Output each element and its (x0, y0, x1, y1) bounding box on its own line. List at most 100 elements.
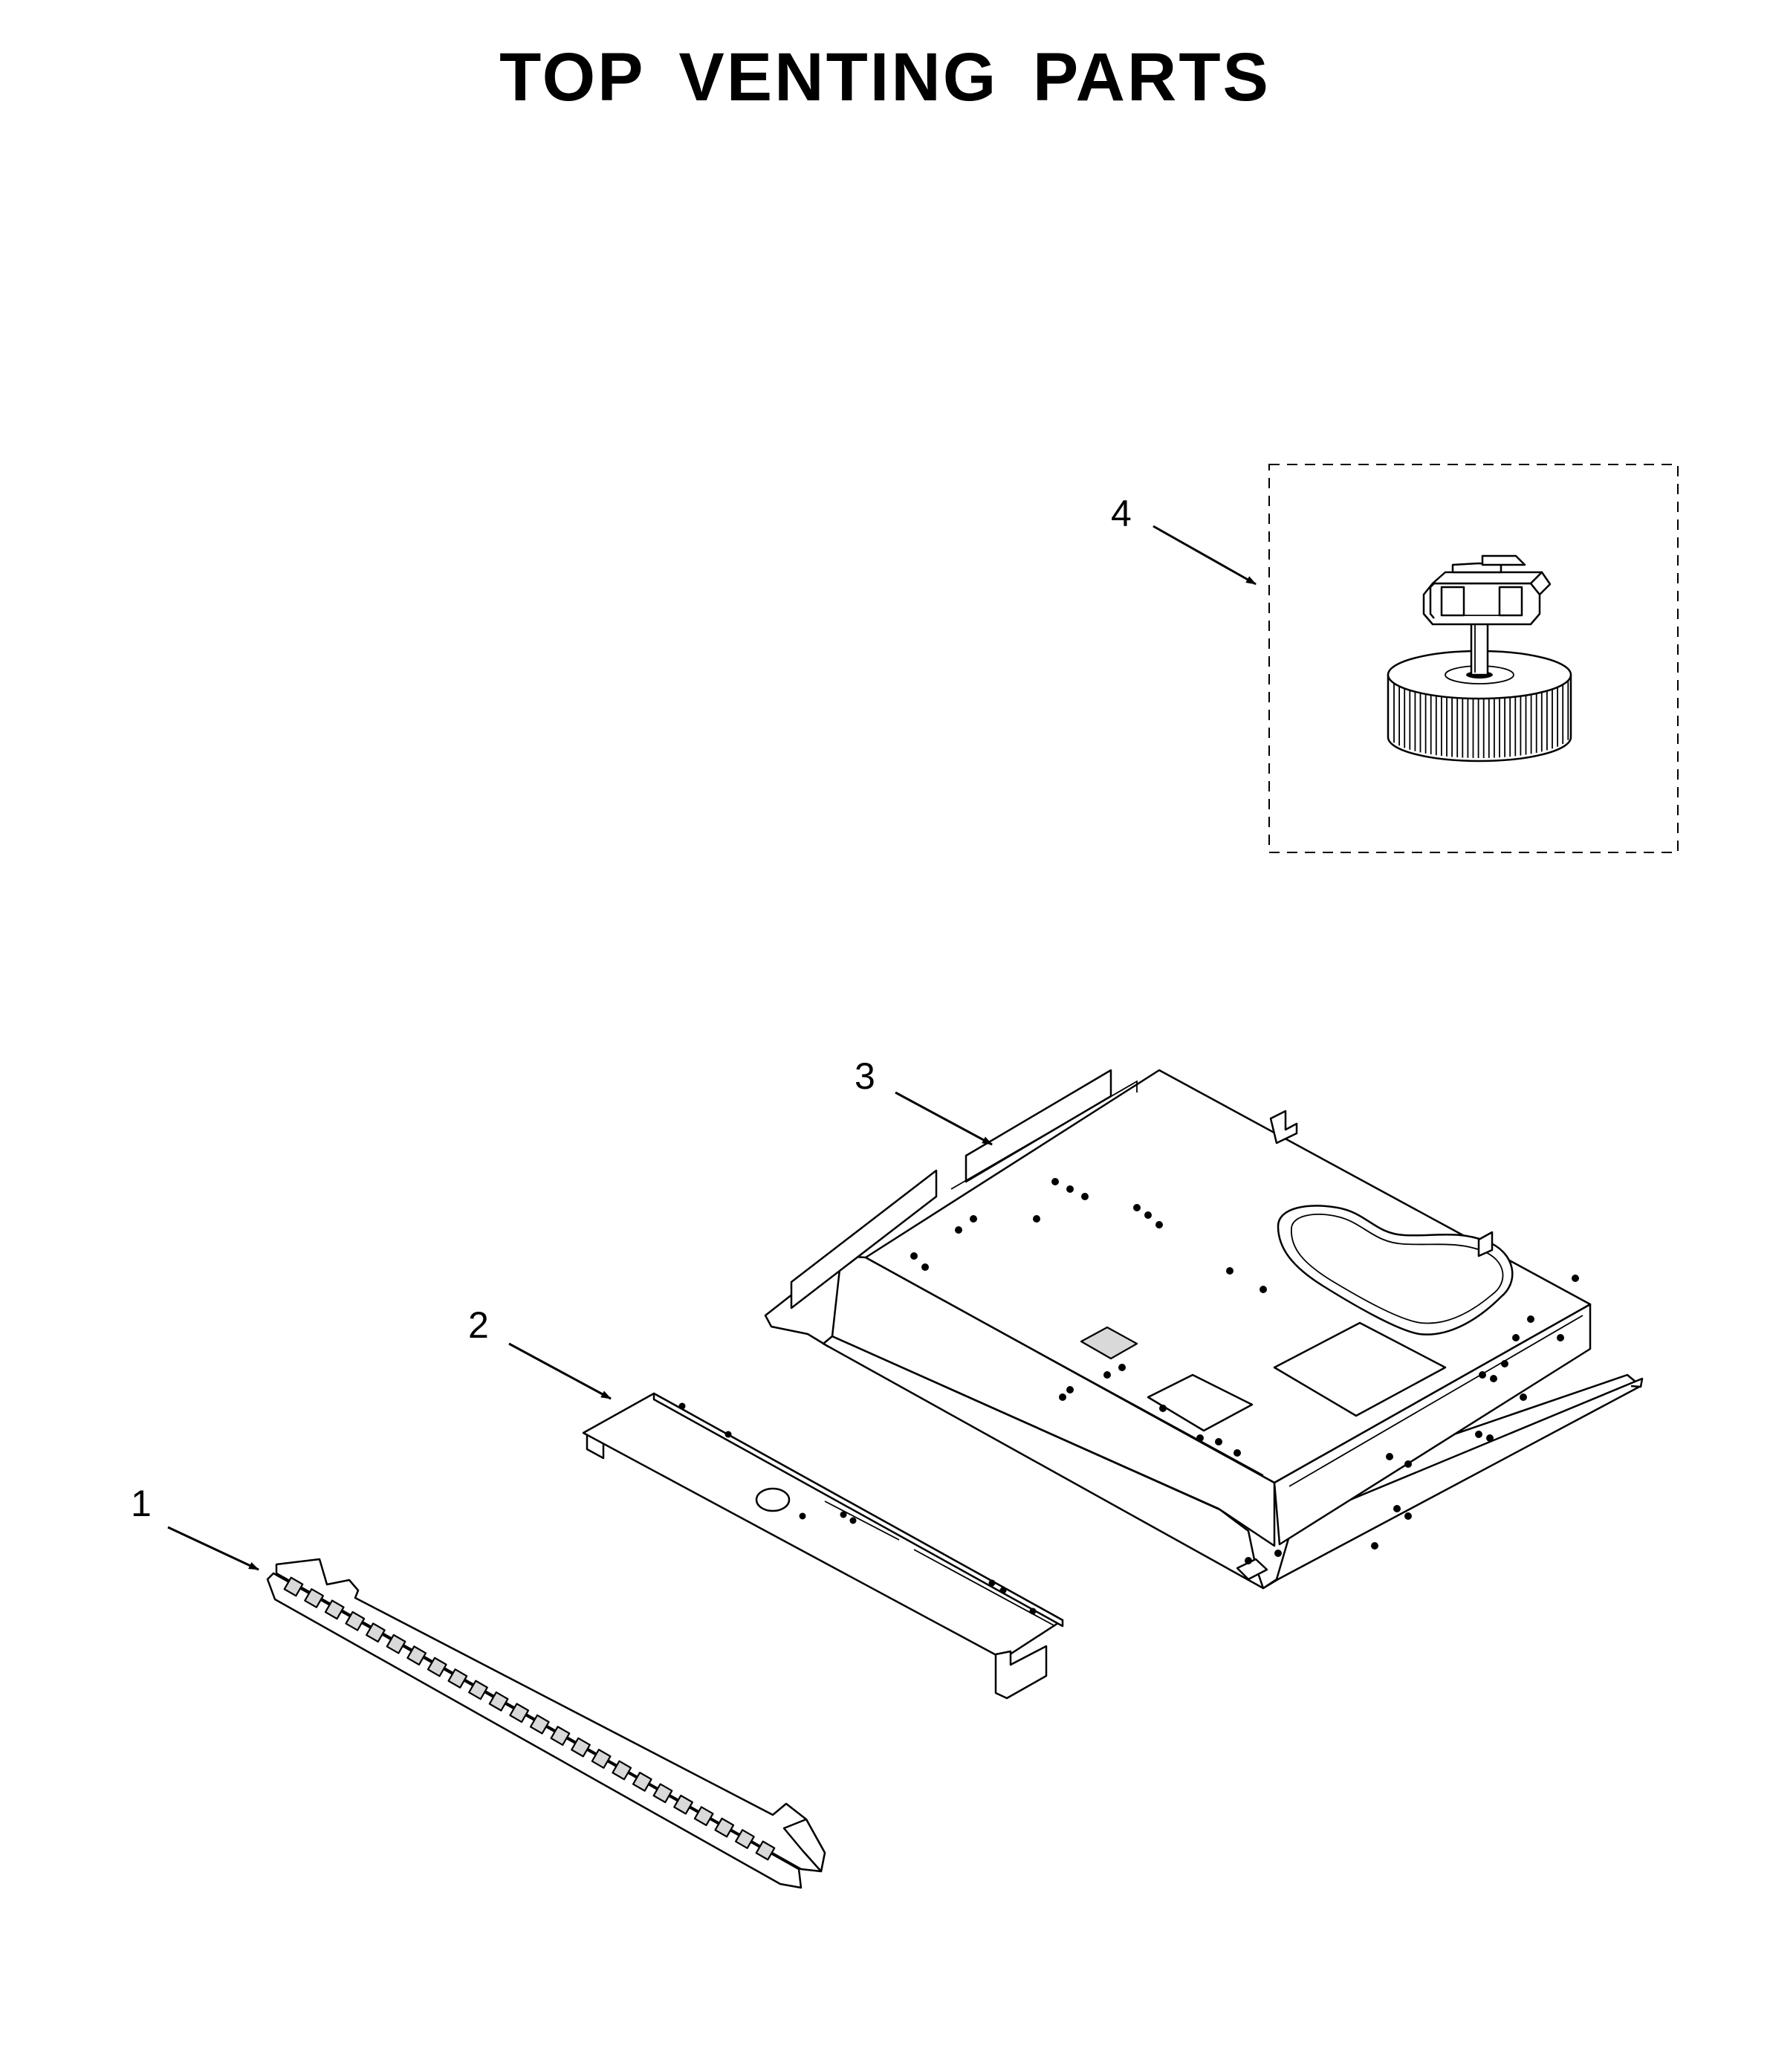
housing-hole (1404, 1460, 1412, 1468)
housing-pad-right (1273, 1321, 1447, 1417)
grille-slot (283, 1576, 304, 1597)
grille-slot (406, 1645, 427, 1666)
grille-end-hook (782, 1818, 826, 1873)
grille-slot (714, 1817, 735, 1838)
housing-hole (1371, 1542, 1378, 1550)
housing-hole (1479, 1371, 1486, 1379)
housing-tab-rear (1269, 1110, 1298, 1145)
housing-hole (1527, 1315, 1534, 1323)
housing-hole (1226, 1267, 1234, 1275)
part-4-kit-boundary (1268, 464, 1679, 853)
baffle-end-bracket (994, 1645, 1048, 1700)
grille-slot (529, 1714, 550, 1735)
housing-hole (1386, 1453, 1393, 1460)
grille-slot (488, 1691, 509, 1712)
grille-slots (283, 1576, 776, 1861)
page-title: TOP VENTING PARTS (499, 39, 1271, 115)
part-1-vent-grille[interactable] (266, 1558, 826, 1889)
housing-hole (1274, 1550, 1282, 1557)
housing-hole (1215, 1438, 1222, 1445)
housing-back-flange-left (790, 1169, 938, 1309)
housing-hole (1572, 1275, 1579, 1282)
housing-hole (1081, 1193, 1089, 1200)
housing-hole (1475, 1431, 1482, 1438)
part-2-vent-baffle[interactable] (582, 1392, 1064, 1700)
grille-slot (755, 1840, 776, 1861)
grille-slot (509, 1703, 530, 1723)
baffle-hole (988, 1579, 996, 1587)
grille-slot (652, 1783, 673, 1804)
grille-slot (345, 1610, 366, 1631)
grille-front-face (266, 1572, 803, 1889)
housing-hole (1260, 1286, 1267, 1293)
housing-hole (1103, 1371, 1111, 1379)
grille-back-lip (275, 1558, 826, 1873)
callout-1: 1 (131, 1483, 259, 1571)
housing-tab-right (1477, 1231, 1494, 1257)
housing-hole (1512, 1334, 1520, 1341)
housing-hole (1245, 1557, 1252, 1564)
grille-slot (386, 1634, 406, 1654)
baffle-hole (678, 1402, 686, 1410)
grille-slot (324, 1599, 345, 1620)
baffle-hole (840, 1511, 847, 1518)
housing-hole (1066, 1185, 1074, 1193)
grille-slot (673, 1794, 693, 1815)
baffle-hole (724, 1431, 732, 1438)
callout-label-3: 3 (855, 1055, 875, 1097)
baffle-hole (849, 1517, 857, 1524)
callout-3: 3 (855, 1055, 993, 1146)
housing-hole (1133, 1204, 1141, 1211)
grille-slot (447, 1668, 468, 1689)
part-4-blower-assembly[interactable] (1268, 464, 1679, 853)
callout-label-1: 1 (131, 1483, 152, 1524)
housing-hole (1066, 1386, 1074, 1393)
callout-label-4: 4 (1111, 493, 1132, 534)
housing-hole (970, 1215, 977, 1223)
housing-hole (1118, 1364, 1126, 1371)
grille-slot (304, 1588, 325, 1608)
housing-hole (1059, 1393, 1066, 1401)
housing-hole (1557, 1334, 1564, 1341)
grille-slot (550, 1726, 571, 1746)
housing-holes (910, 1178, 1579, 1564)
baffle-hole (1029, 1608, 1037, 1615)
grille-slot (693, 1806, 714, 1827)
fan-fins (1393, 680, 1569, 758)
callout-4: 4 (1111, 493, 1257, 586)
part-3-vent-housing[interactable] (764, 1069, 1644, 1590)
motor-body (1422, 554, 1552, 626)
grille-slot (591, 1749, 612, 1769)
housing-hole (921, 1263, 929, 1271)
housing-hole (1196, 1434, 1204, 1442)
housing-hole (1404, 1512, 1412, 1520)
grille-slot (427, 1657, 447, 1677)
housing-hole (955, 1226, 962, 1234)
fan-wheel (1387, 650, 1572, 763)
housing-hole (1144, 1211, 1152, 1219)
housing-slot (1080, 1326, 1138, 1360)
baffle-center-hole (755, 1487, 791, 1512)
grille-slot (468, 1680, 488, 1700)
baffle-holes (678, 1402, 1037, 1615)
housing-hole (1155, 1221, 1163, 1228)
grille-slot (612, 1760, 632, 1781)
callout-2: 2 (468, 1304, 612, 1400)
housing-hole (1393, 1505, 1401, 1512)
grille-slot (632, 1771, 652, 1792)
housing-vent-opening (1277, 1205, 1514, 1336)
grille-slot (571, 1737, 591, 1758)
housing-hole (1051, 1178, 1059, 1185)
housing-hole (1033, 1215, 1040, 1223)
housing-hole (1486, 1434, 1494, 1442)
housing-hole (910, 1252, 918, 1260)
grille-slot (366, 1622, 386, 1643)
motor-shaft (1470, 620, 1489, 676)
housing-hole (1159, 1405, 1167, 1412)
baffle-hole (799, 1512, 806, 1520)
callout-label-2: 2 (468, 1304, 489, 1346)
baffle-hole (999, 1587, 1007, 1594)
housing-hole (1501, 1360, 1508, 1367)
housing-pad-center (1147, 1373, 1254, 1432)
